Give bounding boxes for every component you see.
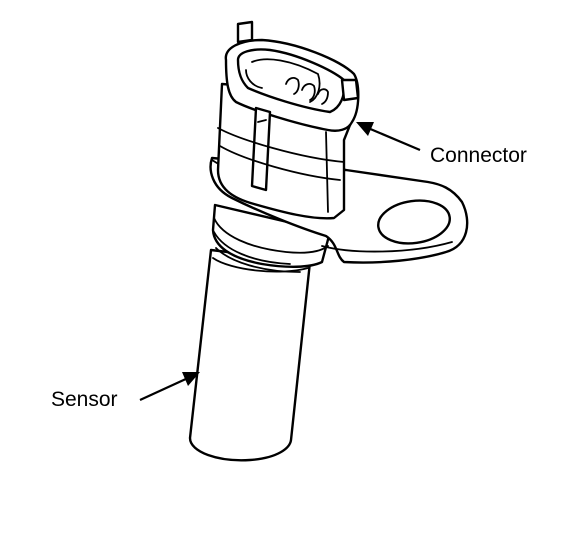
- connector-callout-arrow: [356, 122, 421, 152]
- sensor-collar: [211, 203, 332, 273]
- sensor-body: [188, 248, 312, 462]
- bolt-hole: [377, 199, 451, 245]
- sensor-illustration: [188, 20, 469, 462]
- sensor-label: Sensor: [51, 388, 118, 411]
- connector-pins: [285, 77, 329, 105]
- connector-label: Connector: [430, 144, 527, 167]
- sensor-callout-arrow: [139, 372, 200, 401]
- connector-housing: [216, 20, 360, 220]
